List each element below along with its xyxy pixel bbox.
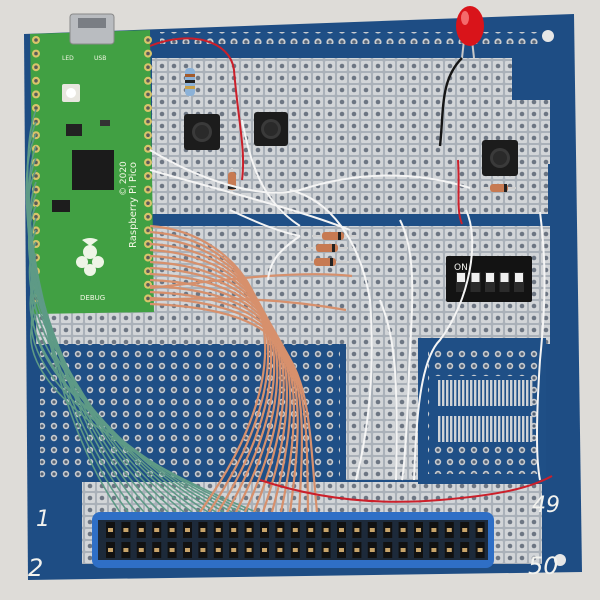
wire-white [149,169,351,231]
pin-label-49: 49 [532,493,560,518]
wire-white [229,209,301,237]
smd-pad [438,380,441,406]
dip-switch: ON [446,256,532,302]
smd-pad [466,380,469,406]
push-buttons [184,112,518,176]
push-button-1 [184,114,220,150]
wire-green [28,205,185,513]
smd-pad [498,380,501,406]
pin-label-50: 50 [528,552,559,580]
push-button-2 [254,112,288,146]
smd-pad [442,380,445,406]
wire-red-top [149,37,245,181]
wire-red-bottom [259,475,553,503]
pico-board: Raspberry Pi Pico © 2020 DEBUG LED USB [30,13,154,314]
smd-pad [474,380,477,406]
smd-pad [470,416,473,442]
smd-pad [526,380,529,406]
smd-pad [454,380,457,406]
smd-pad [474,416,477,442]
wire-white [289,189,373,481]
wire-copper [149,302,319,513]
smd-pad [510,380,513,406]
wire-white [399,219,414,481]
wire-green [29,277,233,513]
smd-pad [494,380,497,406]
smd-pad [478,416,481,442]
smd-pad [482,416,485,442]
top-pad-row [160,32,540,44]
smd-pad [498,416,501,442]
smd-pad [514,416,517,442]
push-button-3 [482,140,518,176]
resistor-top [185,62,195,104]
mount-hole-top-right [542,30,554,42]
smd-pad [450,380,453,406]
wire-white [413,209,474,481]
smd-pad [462,416,465,442]
raspberry-logo-icon [76,238,104,276]
smd-pad [454,416,457,442]
smd-pad [530,416,533,442]
ground-strip [150,214,550,226]
wire-red-right [457,159,463,225]
smd-pad [438,416,441,442]
smd-pad [494,416,497,442]
smd-pad [506,416,509,442]
led-red [456,6,484,59]
smd-pad [486,416,489,442]
smd-pad [486,380,489,406]
wire-white [267,235,301,281]
smd-adapter [418,338,546,484]
smd-pad [518,380,521,406]
smd-pad [490,380,493,406]
wires [25,37,553,513]
smd-pad [462,380,465,406]
diodes [228,168,516,266]
pin-label-1: 1 [36,507,50,532]
wire-green [30,313,257,513]
wire-white [536,211,546,481]
smd-pad [514,380,517,406]
dip-switch-on-label: ON [454,263,468,273]
smd-pad [442,416,445,442]
smd-pad [522,416,525,442]
wire-copper [149,297,347,312]
smd-pad [518,416,521,442]
smd-pad [522,380,525,406]
smd-pad [510,416,513,442]
edge-connector [92,512,494,568]
rp2040-chip [72,150,114,190]
smd-pad [490,416,493,442]
flash-chip [66,124,82,136]
pin-label-2: 2 [28,554,43,582]
pico-model-label: Raspberry Pi Pico [128,162,139,248]
smd-pad [470,380,473,406]
pico-led-label: LED [62,55,74,62]
smd-pad [446,416,449,442]
smd-pad [458,416,461,442]
smd-pad [466,416,469,442]
wire-black-led [438,57,463,147]
pico-usb-label: USB [94,55,106,62]
wire-white [149,149,471,194]
smd-pad [506,380,509,406]
wire-copper [149,273,353,290]
smd-pad [502,380,505,406]
smd-pad [482,380,485,406]
pico-year-label: © 2020 [119,161,129,196]
smd-pad [478,380,481,406]
smd-pad [450,416,453,442]
smd-pad [458,380,461,406]
wire-white [379,299,398,481]
wire-white [241,119,301,227]
smd-pad [530,380,533,406]
smd-pad [446,380,449,406]
mount-hole-bottom-right [554,554,566,566]
smd-pad [502,416,505,442]
smd-pad [526,416,529,442]
pico-debug-label: DEBUG [80,294,105,302]
